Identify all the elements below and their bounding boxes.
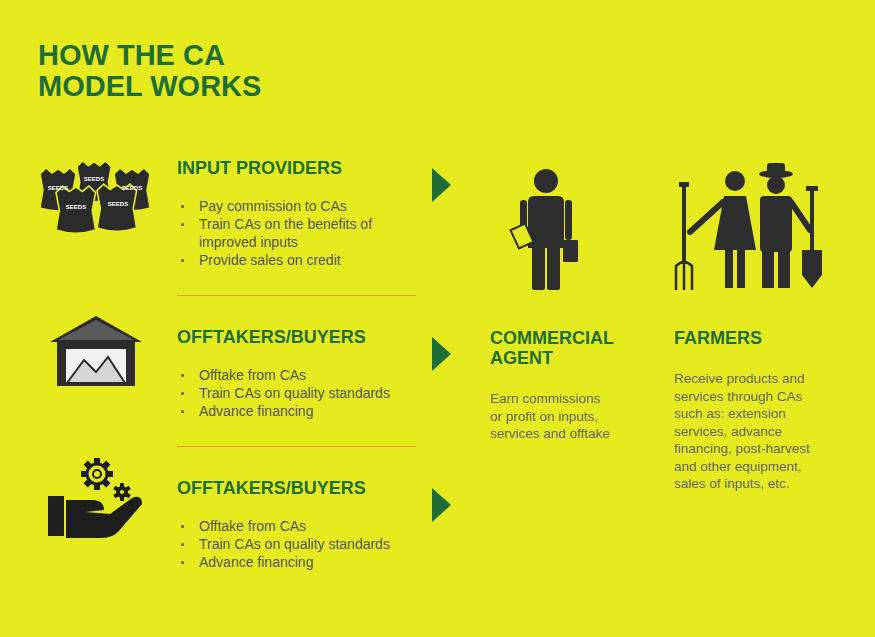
hand-gears-icon xyxy=(48,458,142,538)
block-heading: OFFTAKERS/BUYERS xyxy=(177,478,432,498)
bag-label: SEEDS xyxy=(48,185,68,192)
bag-label: SEEDS xyxy=(122,185,142,192)
flow-chevron xyxy=(432,337,451,371)
bullet-item: Offtake from CAs xyxy=(177,517,404,535)
actor-block: COMMERCIAL AGENT Earn commissions or prof… xyxy=(490,328,640,443)
provider-block: OFFTAKERS/BUYERS Offtake from CAsTrain CA… xyxy=(177,478,432,571)
agent-figure xyxy=(511,169,578,290)
diagram-title: HOW THE CA MODEL WORKS xyxy=(38,40,283,102)
block-heading: OFFTAKERS/BUYERS xyxy=(177,327,432,347)
provider-block: OFFTAKERS/BUYERS Offtake from CAsTrain CA… xyxy=(177,327,432,420)
farmers-figure xyxy=(676,163,822,290)
bullet-item: Pay commission to CAs xyxy=(177,197,404,215)
divider-line xyxy=(177,446,416,447)
bullet-item: Advance financing xyxy=(177,402,404,420)
block-description: Receive products and services through CA… xyxy=(674,370,829,493)
bullet-item: Offtake from CAs xyxy=(177,366,404,384)
provider-block: INPUT PROVIDERS Pay commission to CAsTrai… xyxy=(177,158,432,269)
bullet-item: Advance financing xyxy=(177,553,404,571)
actor-block: FARMERS Receive products and services thr… xyxy=(674,328,844,493)
bag-label: SEEDS xyxy=(66,204,86,211)
bag-label: SEEDS xyxy=(108,201,128,208)
bag-label: SEEDS xyxy=(84,176,104,183)
bullet-item: Train CAs on quality standards xyxy=(177,384,404,402)
block-description: Earn commissions or profit on inputs, se… xyxy=(490,390,614,443)
flow-chevron xyxy=(432,488,451,522)
bullet-item: Train CAs on quality standards xyxy=(177,535,404,553)
flow-chevron xyxy=(432,168,451,202)
block-heading: COMMERCIAL AGENT xyxy=(490,328,640,368)
bullet-item: Provide sales on credit xyxy=(177,251,404,269)
bullet-item: Train CAs on the benefits of improved in… xyxy=(177,215,404,251)
block-heading: FARMERS xyxy=(674,328,844,348)
warehouse-icon xyxy=(50,316,142,386)
seed-bags-icon xyxy=(40,161,150,233)
divider-line xyxy=(177,295,416,296)
block-heading: INPUT PROVIDERS xyxy=(177,158,432,178)
